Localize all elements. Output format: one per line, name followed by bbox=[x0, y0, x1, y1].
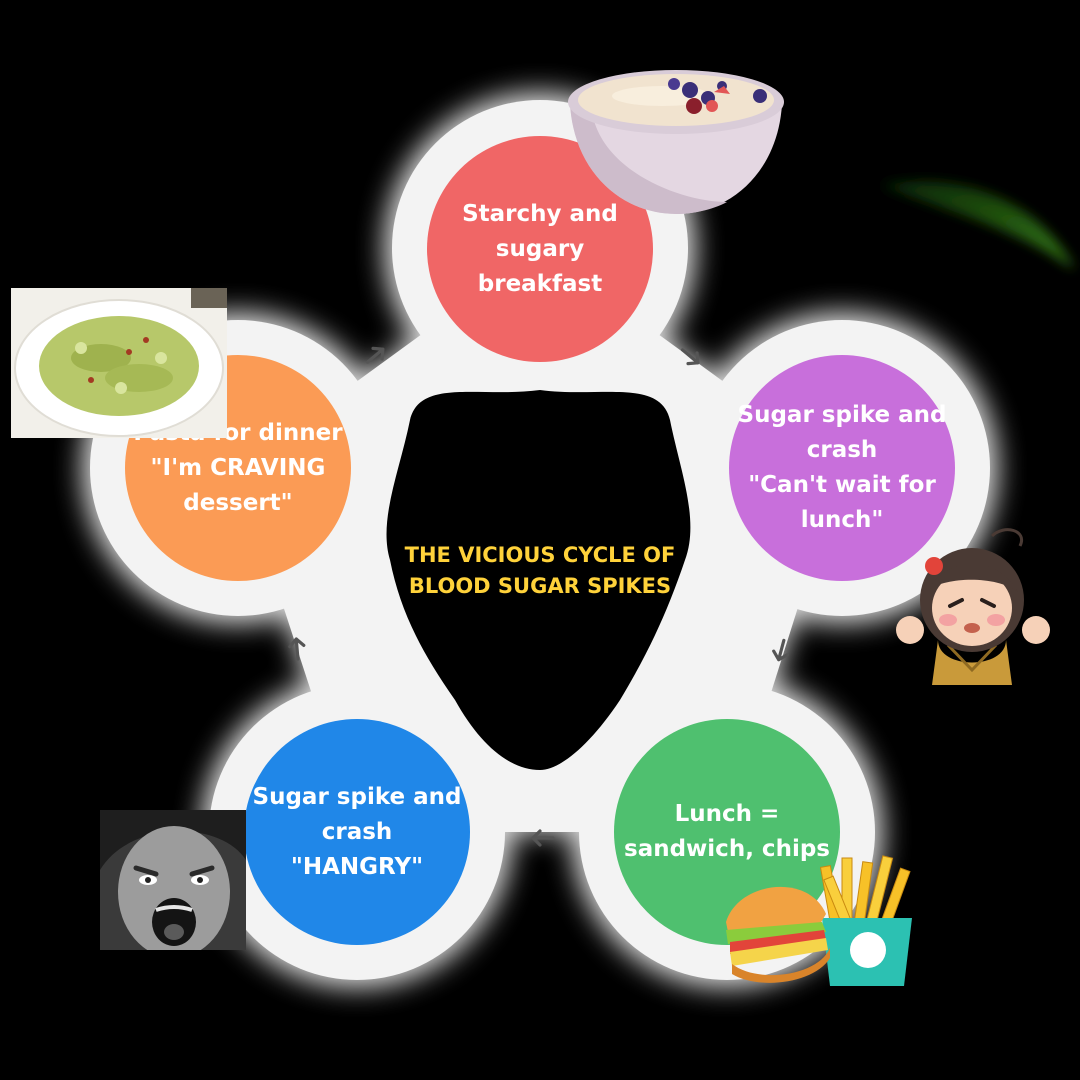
arrow-icon bbox=[365, 346, 385, 364]
node-text-line: lunch" bbox=[800, 507, 884, 533]
node-text-line: Sugar spike and bbox=[737, 402, 947, 428]
leaf-decoration bbox=[880, 181, 1075, 270]
node-text-line: Starchy and bbox=[462, 200, 618, 227]
node-text-line: sandwich, chips bbox=[624, 836, 830, 862]
node-text-line: crash bbox=[806, 437, 878, 463]
node-text-line: Lunch = bbox=[674, 801, 780, 827]
node-morning-crash: Sugar spike and crash "Can't wait for lu… bbox=[729, 355, 955, 581]
title-line-1: THE VICIOUS CYCLE OF bbox=[404, 543, 676, 567]
node-text-line: crash bbox=[321, 818, 393, 845]
arrow-icon bbox=[288, 637, 306, 661]
diagram-title: THE VICIOUS CYCLE OF BLOOD SUGAR SPIKES bbox=[340, 540, 740, 602]
node-text-line: "Can't wait for bbox=[748, 472, 936, 498]
pasta-photo-icon bbox=[11, 288, 227, 438]
angry-girl-icon bbox=[896, 528, 1050, 685]
node-text-line: dessert" bbox=[183, 489, 293, 516]
arrow-icon bbox=[531, 829, 555, 847]
arrow-icon bbox=[680, 348, 700, 366]
node-text-line: sugary bbox=[495, 235, 585, 262]
arrow-icon bbox=[772, 638, 789, 662]
oatmeal-bowl-icon bbox=[568, 70, 784, 214]
title-line-2: BLOOD SUGAR SPIKES bbox=[408, 574, 672, 598]
inner-hole bbox=[386, 390, 691, 770]
node-text-line: "HANGRY" bbox=[290, 853, 424, 880]
node-text-line: Sugar spike and bbox=[252, 783, 462, 810]
sandwich-fries-icon bbox=[726, 855, 912, 986]
node-afternoon-crash: Sugar spike and crash "HANGRY" bbox=[244, 719, 470, 945]
screaming-face-icon bbox=[100, 810, 246, 950]
node-text-line: breakfast bbox=[477, 270, 603, 297]
node-text-line: "I'm CRAVING bbox=[150, 454, 326, 481]
